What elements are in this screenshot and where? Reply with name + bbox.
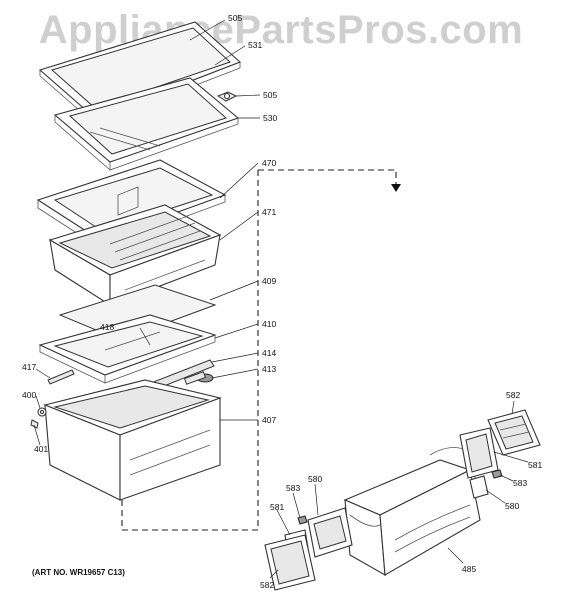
- screw[interactable]: [30, 419, 39, 429]
- callout-418[interactable]: 418: [100, 322, 114, 332]
- callout-580-right[interactable]: 580: [505, 501, 519, 511]
- mount-left[interactable]: [307, 507, 353, 558]
- callout-labels: 505 531 505 530 470 471 409 418 410 414 …: [22, 13, 542, 590]
- callout-583-left[interactable]: 583: [286, 483, 300, 493]
- mount-right[interactable]: [469, 475, 489, 499]
- callout-531[interactable]: 531: [248, 40, 262, 50]
- callout-581-right[interactable]: 581: [528, 460, 542, 470]
- callout-413[interactable]: 413: [262, 364, 276, 374]
- callout-582-bottom[interactable]: 582: [260, 580, 274, 590]
- callout-505-mid[interactable]: 505: [263, 90, 277, 100]
- screw-washer[interactable]: [37, 407, 47, 417]
- left-rail[interactable]: [47, 369, 75, 385]
- callout-582-top[interactable]: 582: [506, 390, 520, 400]
- shelf-clip[interactable]: [216, 91, 238, 102]
- callout-417[interactable]: 417: [22, 362, 36, 372]
- filter-housing-bottom[interactable]: [264, 534, 316, 591]
- door-bin[interactable]: [343, 447, 481, 576]
- callout-410[interactable]: 410: [262, 319, 276, 329]
- shelf-frame[interactable]: [53, 77, 240, 171]
- callout-471[interactable]: 471: [262, 207, 276, 217]
- roller[interactable]: [183, 371, 214, 385]
- callout-400[interactable]: 400: [22, 390, 36, 400]
- callout-414[interactable]: 414: [262, 348, 276, 358]
- clip-left[interactable]: [297, 515, 308, 525]
- glass-shelf-top[interactable]: [38, 21, 242, 125]
- callout-583-right[interactable]: 583: [513, 478, 527, 488]
- callout-401[interactable]: 401: [34, 444, 48, 454]
- art-number: (ART NO. WR19657 C13): [32, 568, 125, 577]
- callout-409[interactable]: 409: [262, 276, 276, 286]
- clip-right[interactable]: [491, 469, 503, 479]
- callout-505-top[interactable]: 505: [228, 13, 242, 23]
- group-bracket: [121, 169, 401, 531]
- callout-485[interactable]: 485: [462, 564, 476, 574]
- callout-581-left[interactable]: 581: [270, 502, 284, 512]
- bracket-right[interactable]: [459, 427, 499, 479]
- callout-470[interactable]: 470: [262, 158, 276, 168]
- pan-cover-lower[interactable]: [38, 314, 217, 384]
- leader-lines: [33, 19, 529, 579]
- callout-530[interactable]: 530: [263, 113, 277, 123]
- snack-pan[interactable]: [48, 204, 222, 307]
- callout-407[interactable]: 407: [262, 415, 276, 425]
- crisper-drawer[interactable]: [43, 379, 222, 501]
- callout-580-left[interactable]: 580: [308, 474, 322, 484]
- filter-housing-top[interactable]: [487, 409, 541, 456]
